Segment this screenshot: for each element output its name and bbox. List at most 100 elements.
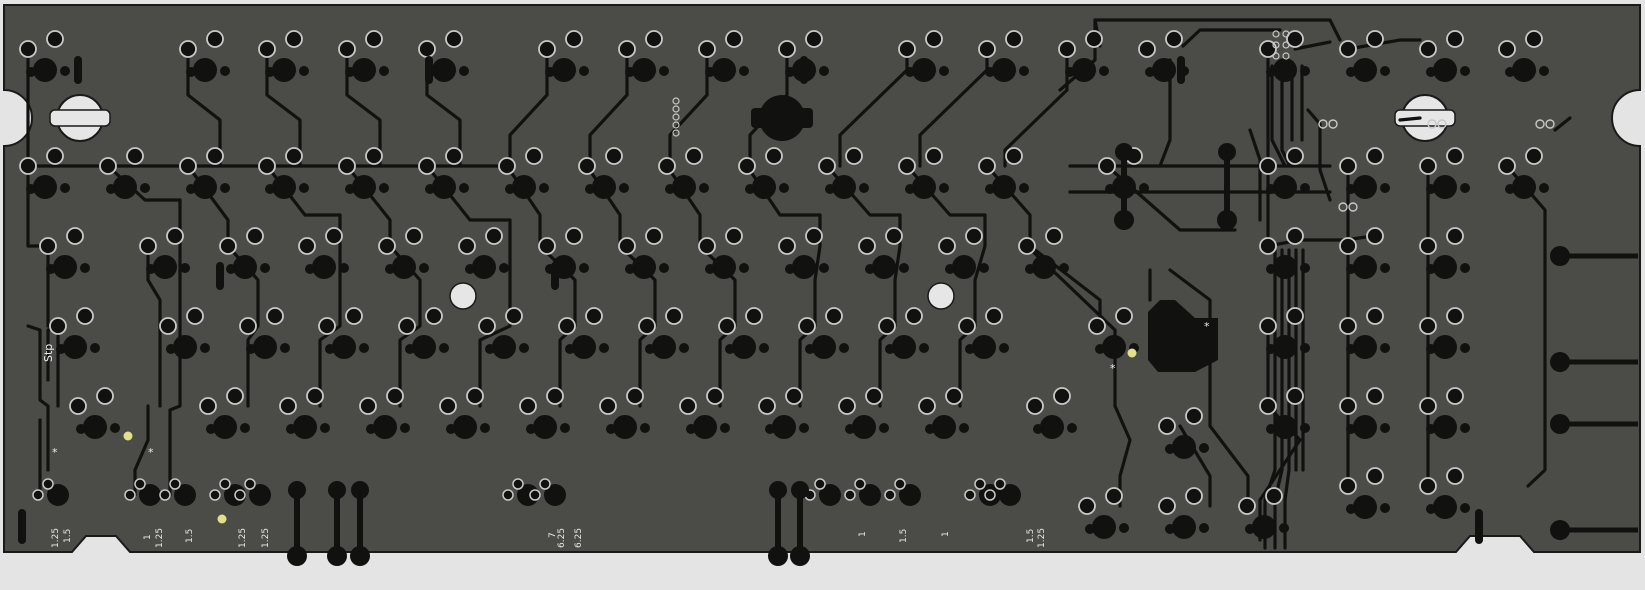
switch-pin (1505, 184, 1515, 194)
switch-pin (206, 424, 216, 434)
switch-center-pad (819, 484, 841, 506)
switch-center-pad (492, 335, 516, 359)
switch-pad (1286, 147, 1304, 165)
switch-pin (366, 424, 376, 434)
switch-pad (758, 397, 776, 415)
switch-center-pad (53, 255, 77, 279)
switch-pin (1067, 423, 1077, 433)
switch-footprint (1078, 487, 1129, 539)
switch-center-pad (992, 175, 1016, 199)
led-pad (1427, 119, 1437, 129)
switch-pin (939, 183, 949, 193)
switch-pad (1419, 40, 1437, 58)
switch-pad (894, 478, 906, 490)
star-marker: * (148, 446, 154, 459)
switch-footprint (529, 478, 566, 506)
switch-pad (99, 157, 117, 175)
switch-pad (798, 317, 816, 335)
switch-center-pad (1353, 335, 1377, 359)
switch-center-pad (732, 335, 756, 359)
stabilizer-pad (1550, 246, 1570, 266)
stabilizer-slot (49, 109, 111, 127)
switch-pad (1088, 317, 1106, 335)
switch-pin (865, 264, 875, 274)
switch-center-pad (33, 175, 57, 199)
switch-pad (538, 40, 556, 58)
switch-pin (1245, 524, 1255, 534)
switch-pin (359, 343, 369, 353)
switch-pad (1366, 147, 1384, 165)
switch-pin (459, 66, 469, 76)
switch-pin (905, 67, 915, 77)
switch-pad (1446, 227, 1464, 245)
header-pin (1272, 30, 1280, 38)
switch-center-pad (432, 175, 456, 199)
switch-pin (1426, 67, 1436, 77)
switch-footprint (1259, 387, 1310, 439)
switch-center-pad (1353, 415, 1377, 439)
stabilizer-pad (791, 481, 809, 499)
switch-pad (226, 387, 244, 405)
switch-pad (1366, 387, 1384, 405)
switch-footprint (1419, 387, 1470, 439)
switch-pin (1019, 66, 1029, 76)
switch-footprint (279, 387, 330, 439)
switch-pin (1460, 423, 1470, 433)
switch-pin (526, 424, 536, 434)
switch-pad (96, 387, 114, 405)
led-pad (1348, 202, 1358, 212)
switch-pin (1346, 424, 1356, 434)
switch-pad (599, 397, 617, 415)
switch-pad (246, 227, 264, 245)
stabilizer-pad (1550, 352, 1570, 372)
switch-pin (979, 263, 989, 273)
header-pin (1272, 41, 1280, 49)
switch-footprint (679, 387, 730, 439)
switch-pad (19, 40, 37, 58)
switch-pad (865, 387, 883, 405)
switch-pad (279, 397, 297, 415)
switch-center-pad (213, 415, 237, 439)
switch-pad (345, 307, 363, 325)
switch-pad (805, 30, 823, 48)
switch-pad (938, 237, 956, 255)
switch-footprint (738, 147, 789, 199)
switch-pin (106, 184, 116, 194)
pcb-outline (3, 4, 1641, 553)
switch-center-pad (193, 175, 217, 199)
switch-footprint (418, 30, 469, 82)
switch-footprint (1238, 487, 1289, 539)
switch-center-pad (552, 58, 576, 82)
label-unit: 1.5 (185, 529, 195, 543)
switch-pin (579, 263, 589, 273)
switch-pad (558, 317, 576, 335)
label-unit: 1.25 (261, 528, 271, 548)
switch-pin (659, 66, 669, 76)
switch-pin (305, 264, 315, 274)
switch-pad (46, 147, 64, 165)
switch-pin (1346, 504, 1356, 514)
switch-center-pad (312, 255, 336, 279)
pcb-substrate (3, 4, 1641, 553)
switch-center-pad (693, 415, 717, 439)
switch-pad (1259, 397, 1277, 415)
switch-center-pad (712, 58, 736, 82)
switch-pin (819, 66, 829, 76)
switch-footprint (1259, 30, 1310, 82)
switch-pad (1238, 497, 1256, 515)
switch-pin (146, 264, 156, 274)
switch-footprint (159, 307, 210, 359)
switch-pad (1339, 397, 1357, 415)
switch-pin (1199, 523, 1209, 533)
switch-pin (1266, 264, 1276, 274)
switch-pad (1265, 487, 1283, 505)
switch-pad (1446, 387, 1464, 405)
switch-pad (565, 227, 583, 245)
trace (1505, 164, 1547, 488)
switch-center-pad (859, 484, 881, 506)
switch-footprint (599, 387, 650, 439)
switch-pin (879, 423, 889, 433)
switch-pad (126, 147, 144, 165)
label-stepped: Stp (42, 344, 55, 362)
star-marker: * (1110, 362, 1116, 375)
